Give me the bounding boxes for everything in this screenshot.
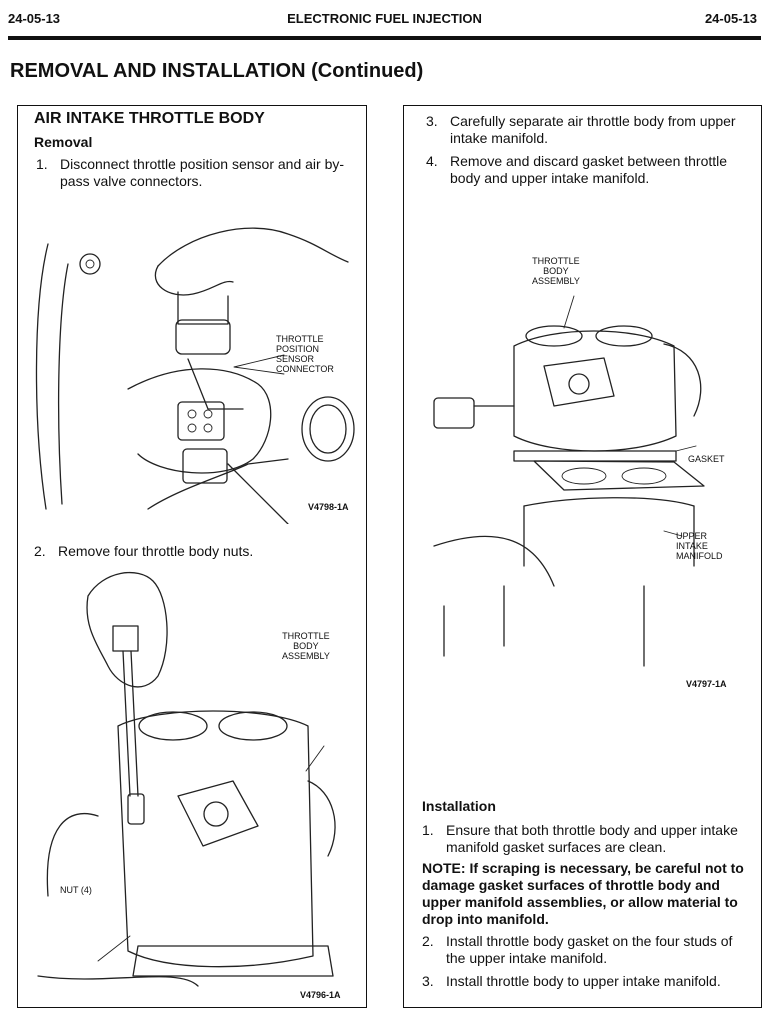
step-text: Disconnect throttle position sensor and … <box>60 156 345 189</box>
label-line: UPPER <box>676 531 708 541</box>
step-number: 1. <box>36 156 48 172</box>
installation-step-2: 2. Install throttle body gasket on the f… <box>422 933 744 969</box>
removal-step-2: 2. Remove four throttle body nuts. <box>34 543 352 563</box>
step-number: 4. <box>426 153 438 169</box>
removal-step-4: 4. Remove and discard gasket between thr… <box>426 153 748 189</box>
tps-connector-label: THROTTLE POSITION SENSOR CONNECTOR <box>276 334 334 374</box>
removal-heading: Removal <box>34 134 93 150</box>
label-line: MANIFOLD <box>676 551 723 561</box>
step-number: 3. <box>422 973 434 989</box>
step-number: 2. <box>422 933 434 949</box>
page-number-right: 24-05-13 <box>704 11 757 26</box>
label-line: THROTTLE <box>532 256 580 266</box>
step-number: 1. <box>422 822 434 838</box>
label-line: THROTTLE <box>276 334 324 344</box>
step-text: Install throttle body gasket on the four… <box>446 933 733 966</box>
throttle-body-label: THROTTLE BODY ASSEMBLY <box>532 256 580 286</box>
tps-connector-figure <box>35 227 355 524</box>
throttle-body-nuts-figure <box>37 571 336 987</box>
label-line: SENSOR <box>276 354 315 364</box>
figure-code: V4798-1A <box>308 502 349 512</box>
section-title: REMOVAL AND INSTALLATION (Continued) <box>10 60 424 82</box>
removal-step-1: 1. Disconnect throttle position sensor a… <box>36 156 354 192</box>
step-text: Remove four throttle body nuts. <box>58 543 254 559</box>
page-number-left: 24-05-13 <box>8 11 61 26</box>
left-panel: AIR INTAKE THROTTLE BODY Removal 1. Disc… <box>17 105 367 1008</box>
procedure-heading: AIR INTAKE THROTTLE BODY <box>34 110 265 127</box>
header-rule <box>8 36 761 40</box>
label-line: CONNECTOR <box>276 364 334 374</box>
step-number: 2. <box>34 543 46 559</box>
label-line: POSITION <box>276 344 320 354</box>
figure-code: V4796-1A <box>300 990 341 1000</box>
upper-intake-manifold-label: UPPER INTAKE MANIFOLD <box>676 531 723 561</box>
right-panel: 3. Carefully separate air throttle body … <box>403 105 762 1008</box>
step-text: Remove and discard gasket between thrott… <box>450 153 728 186</box>
nut-label: NUT (4) <box>60 885 92 895</box>
installation-step-1: 1. Ensure that both throttle body and up… <box>422 822 744 858</box>
label-line: ASSEMBLY <box>532 276 580 286</box>
chapter-title: ELECTRONIC FUEL INJECTION <box>287 11 482 26</box>
throttle-body-label: THROTTLE BODY ASSEMBLY <box>282 631 330 661</box>
label-line: INTAKE <box>676 541 708 551</box>
scraping-note: NOTE: If scraping is necessary, be caref… <box>422 860 744 927</box>
installation-step-3: 3. Install throttle body to upper intake… <box>422 973 744 993</box>
label-line: THROTTLE <box>282 631 330 641</box>
gasket-separation-figure <box>433 295 705 667</box>
step-text: Ensure that both throttle body and upper… <box>446 822 738 855</box>
label-line: BODY <box>543 266 569 276</box>
installation-heading: Installation <box>422 798 496 814</box>
figure-code: V4797-1A <box>686 679 727 689</box>
gasket-label: GASKET <box>688 454 725 464</box>
removal-step-3: 3. Carefully separate air throttle body … <box>426 113 748 149</box>
step-text: Install throttle body to upper intake ma… <box>446 973 721 989</box>
step-text: Carefully separate air throttle body fro… <box>450 113 736 146</box>
label-line: ASSEMBLY <box>282 651 330 661</box>
step-number: 3. <box>426 113 438 129</box>
label-line: BODY <box>293 641 319 651</box>
